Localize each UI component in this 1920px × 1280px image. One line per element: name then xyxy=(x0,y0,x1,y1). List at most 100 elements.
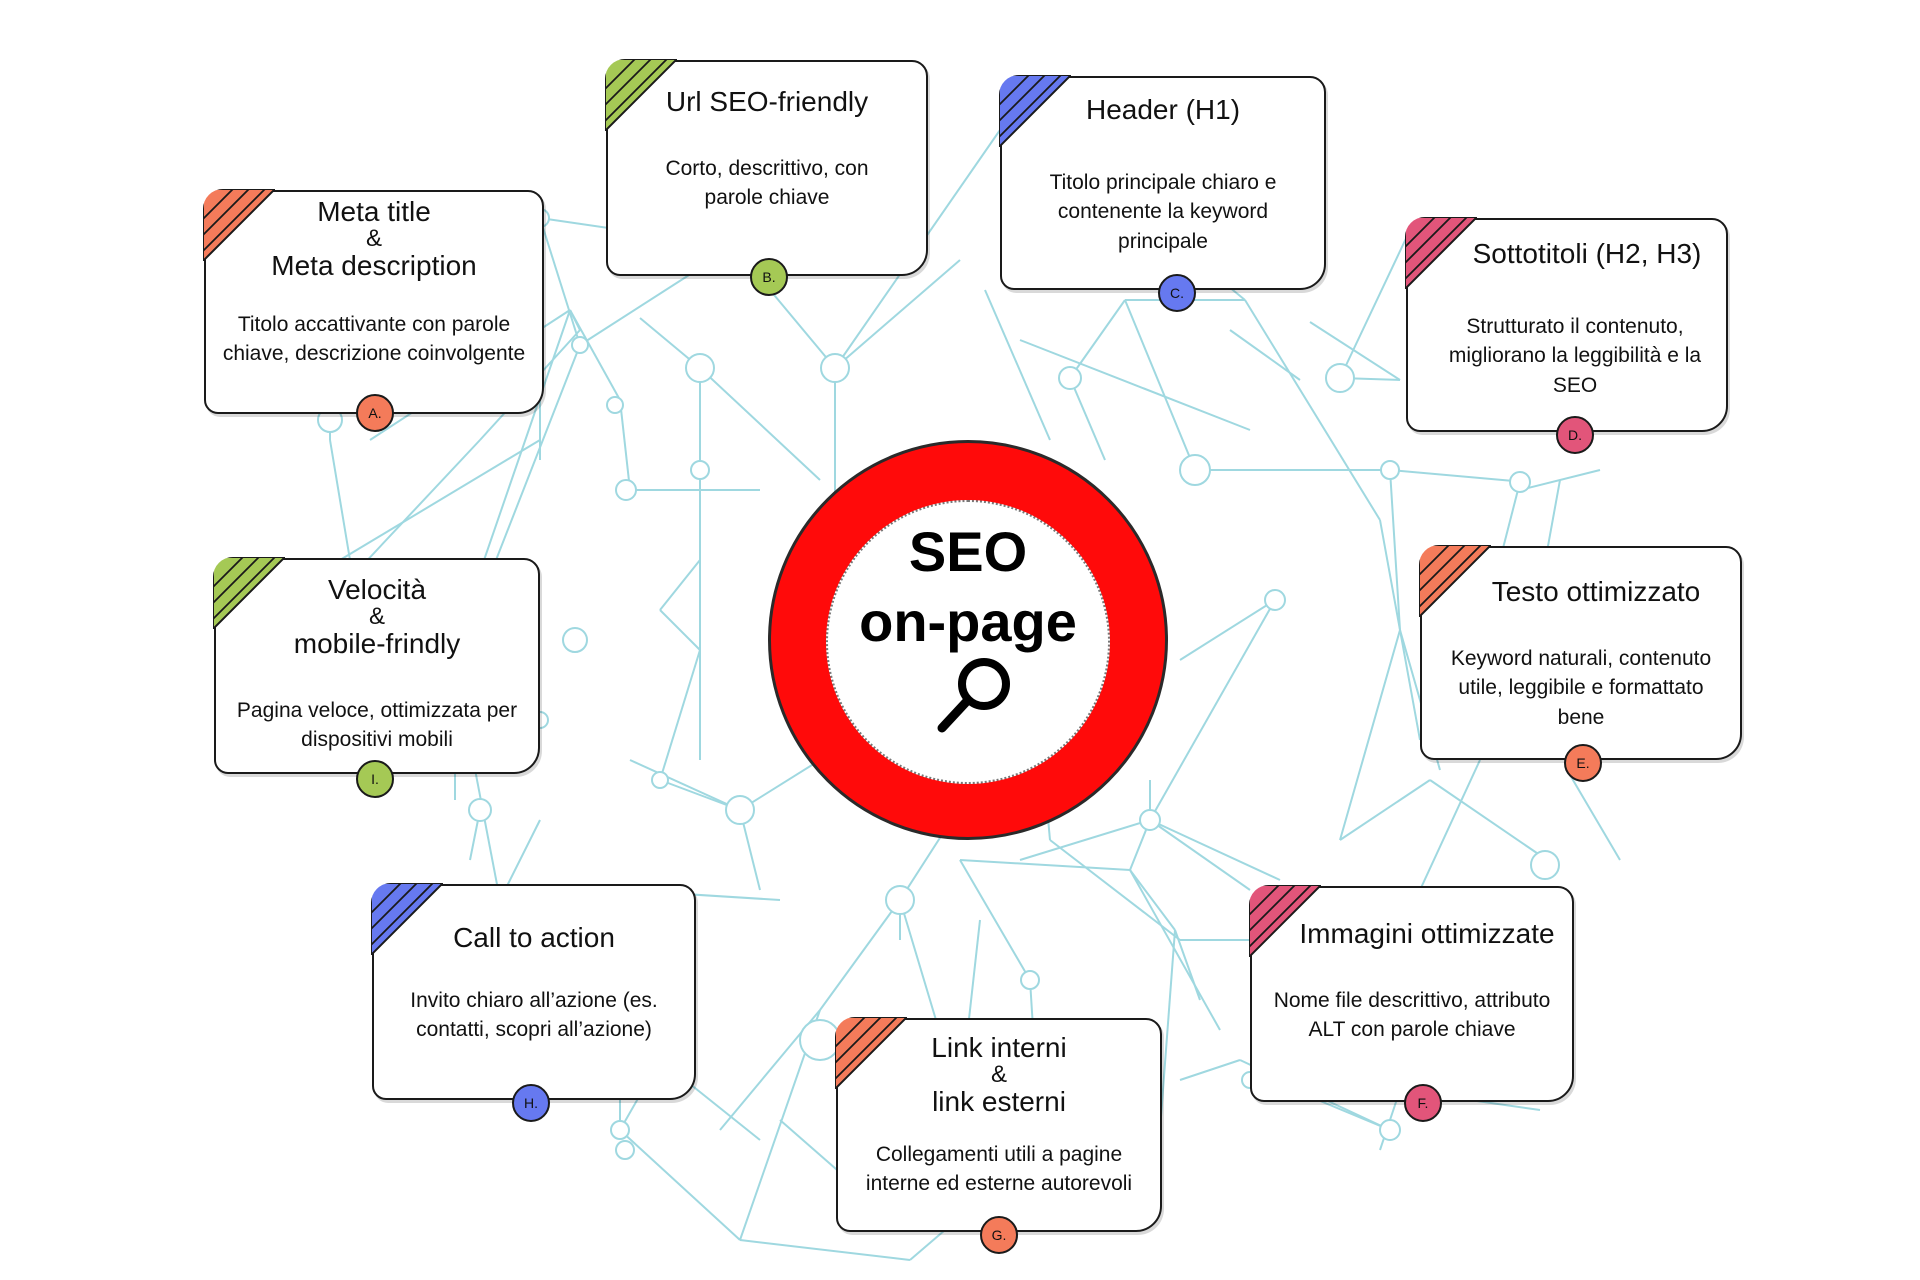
network-line xyxy=(1174,929,1201,1001)
card-title: Header (H1) xyxy=(1085,94,1241,125)
network-node xyxy=(1509,471,1531,493)
network-line xyxy=(1419,759,1481,891)
network-line xyxy=(1399,629,1421,741)
card-badge: I. xyxy=(356,760,394,798)
network-node xyxy=(1325,363,1355,393)
card-badge: D. xyxy=(1556,416,1594,454)
network-line xyxy=(1339,229,1411,379)
card-sottotitoli: Sottotitoli (H2, H3) Strutturato il cont… xyxy=(1405,217,1728,454)
network-line xyxy=(569,309,581,331)
network-node xyxy=(610,1120,630,1140)
network-line xyxy=(739,1239,911,1261)
network-line xyxy=(629,759,741,811)
network-node xyxy=(571,336,589,354)
network-line xyxy=(959,859,1131,871)
card-badge: F. xyxy=(1404,1084,1442,1122)
network-node xyxy=(1379,1119,1401,1141)
network-node xyxy=(1179,454,1211,486)
network-line xyxy=(1389,469,1401,631)
card-title: Testo ottimizzato xyxy=(1491,576,1701,607)
network-line xyxy=(539,217,581,346)
network-line xyxy=(1179,1059,1241,1081)
corner-stripe-icon xyxy=(371,883,443,955)
card-url-seo-friendly: Url SEO-friendly Corto, descrittivo, con… xyxy=(605,59,928,296)
card-badge: H. xyxy=(512,1084,550,1122)
card-description: Invito chiaro all’azione (es. contatti, … xyxy=(410,989,658,1042)
card-description: Keyword naturali, contenuto utile, leggi… xyxy=(1450,647,1712,729)
network-line xyxy=(1159,929,1176,1131)
card-call-to-action: Call to action Invito chiaro all’azione … xyxy=(371,883,696,1122)
network-line xyxy=(1019,339,1251,431)
card-badge: B. xyxy=(750,258,788,296)
network-node xyxy=(615,479,637,501)
card-testo-ottimizzato: Testo ottimizzato Keyword naturali, cont… xyxy=(1419,545,1742,782)
network-line xyxy=(659,609,701,651)
card-title: Sottotitoli (H2, H3) xyxy=(1472,238,1702,269)
network-node xyxy=(685,353,715,383)
card-velocita-mobile: Velocità&mobile-frindly Pagina veloce, o… xyxy=(213,557,540,798)
corner-stripe-icon xyxy=(1405,217,1477,289)
network-line xyxy=(619,1129,741,1241)
card-badge: A. xyxy=(356,394,394,432)
card-title: Url SEO-friendly xyxy=(665,86,869,117)
network-node xyxy=(651,771,669,789)
network-node xyxy=(615,1140,635,1160)
network-line xyxy=(1339,629,1401,841)
network-line xyxy=(834,259,961,369)
card-badge: C. xyxy=(1158,274,1196,312)
card-description: Titolo principale chiaro e contenente la… xyxy=(1049,171,1277,253)
network-line xyxy=(1389,469,1526,483)
seo-hub-center xyxy=(826,500,1110,784)
network-line xyxy=(619,399,631,491)
network-line xyxy=(659,559,701,611)
card-badge: G. xyxy=(980,1216,1018,1254)
network-node xyxy=(725,795,755,825)
card-title: Link interni&link esterni xyxy=(931,1032,1067,1118)
network-node xyxy=(820,353,850,383)
network-node xyxy=(799,1019,841,1061)
network-node xyxy=(690,460,710,480)
network-line xyxy=(579,267,701,346)
network-line xyxy=(1244,299,1381,521)
network-line xyxy=(329,439,351,561)
hub-title-line2: on-page xyxy=(859,590,1077,653)
card-description: Nome file descrittivo, attributo ALT con… xyxy=(1273,989,1551,1042)
card-description: Strutturato il contenuto, migliorano la … xyxy=(1448,315,1702,397)
network-node xyxy=(1380,460,1400,480)
network-line xyxy=(1049,839,1181,941)
network-node xyxy=(1264,589,1286,611)
card-header-h1: Header (H1) Titolo principale chiaro e c… xyxy=(999,75,1326,312)
network-line xyxy=(1339,779,1431,841)
network-line xyxy=(1129,869,1176,931)
card-description: Corto, descrittivo, con parole chiave xyxy=(665,157,869,210)
hub-title-line1: SEO xyxy=(908,520,1028,583)
card-link-interni-esterni: Link interni&link esterni Collegamenti u… xyxy=(835,1017,1162,1254)
network-node xyxy=(1530,850,1560,880)
corner-stripe-icon xyxy=(835,1017,907,1089)
network-line xyxy=(1149,819,1281,881)
network-line xyxy=(1124,299,1196,471)
card-title: Call to action xyxy=(453,922,615,953)
magnifier-icon xyxy=(937,658,1010,733)
corner-stripe-icon xyxy=(213,557,285,629)
network-line xyxy=(1069,299,1126,379)
card-title: Immagini ottimizzate xyxy=(1299,918,1555,949)
network-line xyxy=(1429,779,1551,863)
network-line xyxy=(1309,321,1401,381)
corner-stripe-icon xyxy=(999,75,1071,147)
network-line xyxy=(984,289,1051,441)
card-description: Pagina veloce, ottimizzata per dispositi… xyxy=(236,699,518,752)
network-line xyxy=(959,859,1031,981)
network-line xyxy=(1229,329,1301,381)
network-line xyxy=(1149,819,1251,891)
network-line xyxy=(1019,819,1151,861)
network-line xyxy=(1179,599,1276,661)
corner-stripe-icon xyxy=(1419,545,1491,617)
network-node xyxy=(885,885,915,915)
card-description: Collegamenti utili a pagine interne ed e… xyxy=(865,1143,1133,1196)
corner-stripe-icon xyxy=(1249,885,1321,957)
network-line xyxy=(1129,869,1221,1031)
card-description: Titolo accattivante con parole chiave, d… xyxy=(222,313,526,366)
network-node xyxy=(1058,366,1082,390)
corner-stripe-icon xyxy=(605,59,677,131)
